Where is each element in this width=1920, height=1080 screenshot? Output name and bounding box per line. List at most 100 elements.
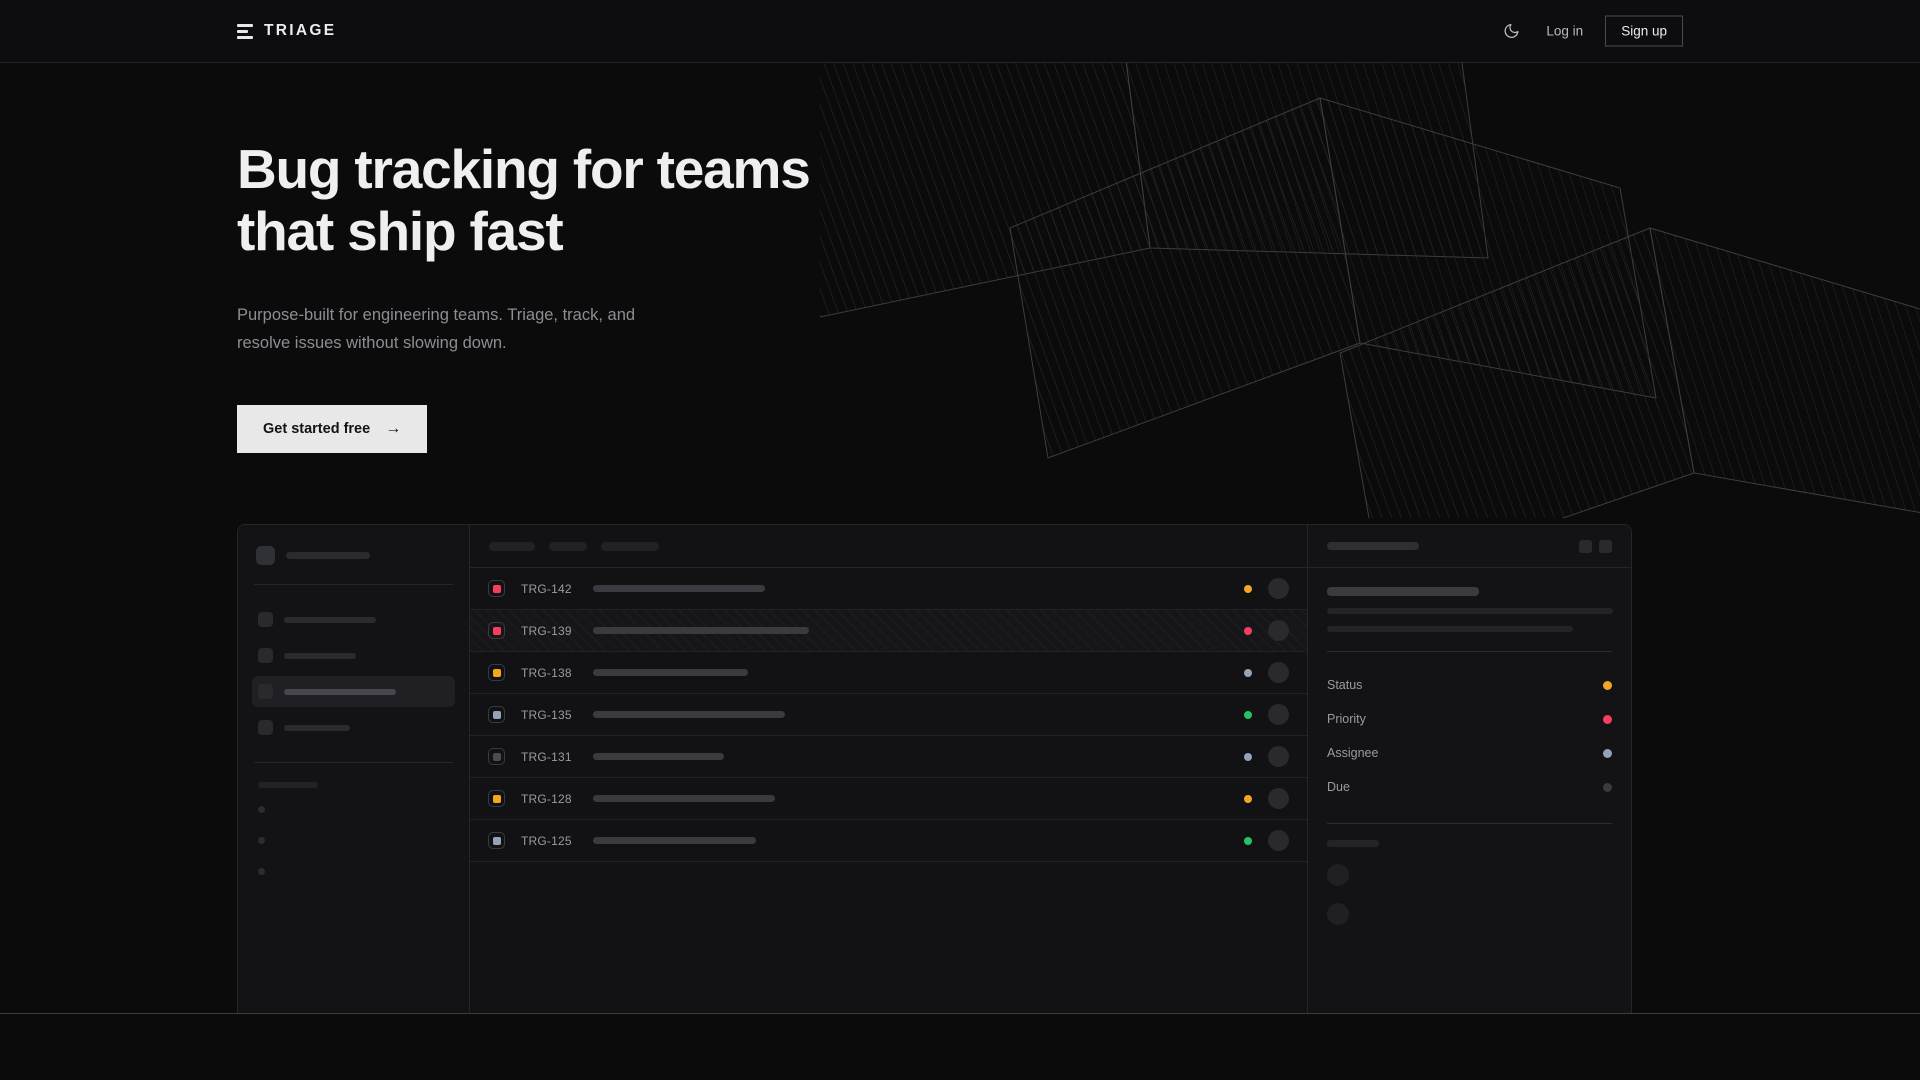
comment-list <box>1327 864 1612 925</box>
status-badge[interactable] <box>1244 668 1252 677</box>
sidebar-nav-item-1[interactable] <box>252 640 455 671</box>
mockup-sidebar <box>238 525 470 1014</box>
status-badge[interactable] <box>1244 752 1252 761</box>
status-badge[interactable] <box>1244 584 1252 593</box>
priority-badge[interactable] <box>488 580 505 597</box>
issue-title-placeholder <box>593 627 809 634</box>
workspace-name-placeholder <box>286 552 370 559</box>
status-badge[interactable] <box>1244 626 1252 635</box>
list-item <box>1327 903 1612 925</box>
issue-title-placeholder <box>593 837 756 844</box>
table-row[interactable]: TRG-142 <box>470 568 1307 610</box>
sidebar-sub-item-2[interactable] <box>258 868 265 875</box>
avatar[interactable] <box>1268 830 1289 851</box>
priority-badge[interactable] <box>488 622 505 639</box>
detail-description-line-0 <box>1327 608 1613 614</box>
detail-header-actions <box>1579 539 1612 553</box>
issue-title-placeholder <box>593 669 748 676</box>
meta-label: Status <box>1327 678 1363 692</box>
issue-title-placeholder <box>593 585 765 592</box>
hero-section: Bug tracking for teams that ship fast Pu… <box>0 63 1920 518</box>
workspace-avatar <box>256 546 275 565</box>
sidebar-nav-item-2[interactable] <box>252 676 455 707</box>
detail-description-line-1 <box>1327 626 1573 632</box>
priority-badge[interactable] <box>488 790 505 807</box>
site-header: TRIAGE Log in Sign up <box>0 0 1920 63</box>
sidebar-section-label <box>258 782 318 788</box>
avatar[interactable] <box>1268 620 1289 641</box>
detail-divider-2 <box>1327 823 1612 824</box>
sidebar-divider-2 <box>254 762 453 763</box>
detail-meta-priority[interactable]: Priority <box>1327 702 1612 736</box>
brand-logo[interactable]: TRIAGE <box>237 22 336 40</box>
toolbar-filter-chip-2[interactable] <box>601 541 659 551</box>
avatar[interactable] <box>1268 746 1289 767</box>
get-started-button[interactable]: Get started free → <box>237 404 428 453</box>
toolbar-filter-chip-0[interactable] <box>489 541 535 551</box>
list-item <box>1327 864 1612 886</box>
sidebar-sub-item-1[interactable] <box>258 837 265 844</box>
sidebar-nav-label-placeholder <box>284 688 396 695</box>
list-toolbar <box>470 525 1307 568</box>
detail-header <box>1308 525 1631 568</box>
issue-id: TRG-131 <box>521 749 572 764</box>
issue-title-placeholder <box>593 711 785 718</box>
issue-id: TRG-135 <box>521 707 572 722</box>
issue-id: TRG-139 <box>521 623 572 638</box>
table-row[interactable]: TRG-125 <box>470 820 1307 862</box>
status-badge[interactable] <box>1244 710 1252 719</box>
detail-issue-title-placeholder <box>1327 587 1479 596</box>
arrow-right-icon: → <box>385 419 402 437</box>
detail-meta-status[interactable]: Status <box>1327 668 1612 702</box>
toolbar-filter-chip-1[interactable] <box>549 541 587 551</box>
meta-value-dot <box>1603 782 1612 792</box>
status-badge[interactable] <box>1244 836 1252 845</box>
brand-name: TRIAGE <box>264 22 337 39</box>
workspace-switcher[interactable] <box>252 542 455 565</box>
issue-id: TRG-128 <box>521 791 572 806</box>
triage-bars-logo-icon <box>237 23 253 39</box>
sidebar-divider <box>254 584 453 585</box>
meta-label: Priority <box>1327 712 1366 726</box>
meta-label: Due <box>1327 780 1350 794</box>
detail-meta-assignee[interactable]: Assignee <box>1327 736 1612 770</box>
priority-badge[interactable] <box>488 832 505 849</box>
status-badge[interactable] <box>1244 794 1252 803</box>
issue-id: TRG-138 <box>521 665 572 680</box>
login-button[interactable]: Log in <box>1546 23 1584 39</box>
sidebar-sub-item-0[interactable] <box>258 806 265 813</box>
sidebar-nav-label-placeholder <box>284 724 350 731</box>
sidebar-nav-item-0[interactable] <box>252 604 455 635</box>
avatar[interactable] <box>1268 578 1289 599</box>
issue-id: TRG-142 <box>521 581 572 596</box>
avatar[interactable] <box>1268 662 1289 683</box>
table-row[interactable]: TRG-135 <box>470 694 1307 736</box>
activity-section-label <box>1327 840 1379 847</box>
table-row[interactable]: TRG-138 <box>470 652 1307 694</box>
table-row[interactable]: TRG-131 <box>470 736 1307 778</box>
page-title: Bug tracking for teams that ship fast <box>237 138 811 263</box>
header-actions: Log in Sign up <box>1498 15 1683 47</box>
moon-icon[interactable] <box>1498 18 1524 44</box>
meta-value-dot <box>1603 680 1612 690</box>
meta-value-dot <box>1603 714 1612 724</box>
detail-action-button-0[interactable] <box>1579 539 1592 553</box>
avatar[interactable] <box>1268 788 1289 809</box>
avatar <box>1327 903 1349 925</box>
priority-badge[interactable] <box>488 664 505 681</box>
table-row[interactable]: TRG-139 <box>470 610 1307 652</box>
table-row[interactable]: TRG-128 <box>470 778 1307 820</box>
detail-action-button-1[interactable] <box>1599 539 1612 553</box>
priority-badge[interactable] <box>488 706 505 723</box>
priority-badge[interactable] <box>488 748 505 765</box>
sidebar-nav-item-3[interactable] <box>252 712 455 743</box>
detail-meta-due[interactable]: Due <box>1327 770 1612 804</box>
signup-button[interactable]: Sign up <box>1605 15 1683 47</box>
avatar[interactable] <box>1268 704 1289 725</box>
sidebar-nav-label-placeholder <box>284 616 376 623</box>
hero-subtitle: Purpose-built for engineering teams. Tri… <box>237 306 636 352</box>
meta-value-dot <box>1603 748 1612 758</box>
